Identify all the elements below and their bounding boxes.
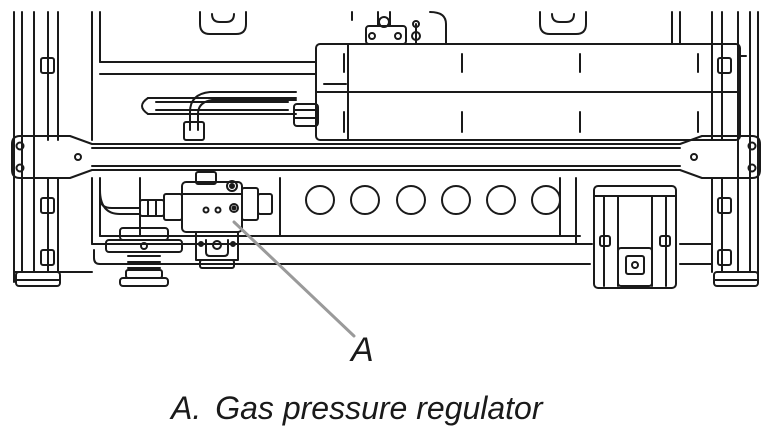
top-valve-fittings	[365, 11, 447, 45]
figure-caption: A. Gas pressure regulator	[171, 392, 543, 424]
caption-text: Gas pressure regulator	[215, 390, 543, 426]
left-frame	[13, 11, 93, 287]
lower-chassis	[91, 177, 713, 265]
port-holes	[305, 185, 561, 215]
right-bracket	[593, 185, 677, 289]
burner-box	[315, 43, 747, 141]
spring-mount	[105, 227, 183, 287]
callout-leader-line	[232, 220, 356, 338]
cross-rail	[11, 135, 761, 179]
gas-regulator-assembly	[99, 171, 273, 269]
upper-gas-tube	[141, 91, 319, 141]
right-frame	[711, 11, 759, 287]
callout-label-a: A	[351, 331, 374, 369]
caption-marker: A.	[171, 390, 202, 426]
top-mount-tabs	[91, 11, 681, 141]
